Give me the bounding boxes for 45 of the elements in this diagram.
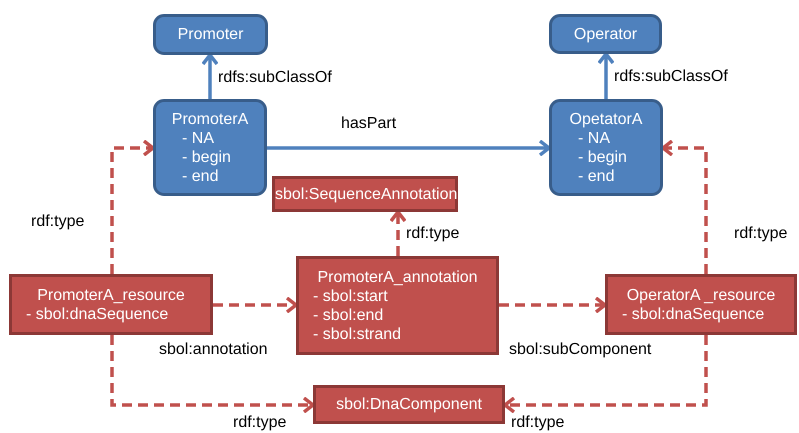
property-item: - NA [577,128,611,148]
arrow [267,139,551,157]
edge-label: rdf:type [30,213,86,231]
property-item: - sbol:end [312,306,384,324]
resource-box [313,385,505,424]
node-title: sbol:SequenceAnnotation [275,184,455,204]
arrow [110,335,315,414]
arrow [389,210,407,256]
edge-label: rdf:type [510,414,566,432]
node-title: Promoter [176,25,244,44]
node-title: PromoterA [170,110,250,128]
property-item: - sbol:dnaSequence [621,304,766,324]
property-item: - end [181,166,220,186]
resource-box [272,176,458,212]
class-box [153,14,268,55]
class-box [153,99,267,196]
property-item: - end [577,166,616,186]
arrow [201,53,219,99]
edge-label: rdf:type [405,225,460,243]
arrow [213,296,298,314]
node-title: PromoterA_resource [36,286,186,304]
arrow [661,139,708,274]
property-item: - NA [181,128,215,148]
arrow [597,52,615,99]
node-title: OperatorA _resource [626,286,776,304]
node-title: Operator [572,24,638,44]
node-title: OpetatorA [568,110,644,128]
node-title: PromoterA_annotation [316,268,479,286]
resource-box [605,274,797,335]
property-item: - begin [181,148,232,166]
edge-label: sbol:subComponent [508,341,652,359]
resource-box [296,256,499,355]
arrow [503,335,708,414]
resource-box [9,274,213,335]
property-item: - sbol:start [312,286,389,306]
arrow [499,296,607,314]
edge-label: rdf:type [232,414,288,432]
arrow [110,139,155,274]
edge-label: rdf:type [733,225,788,243]
property-item: - sbol:strand [312,324,402,344]
class-box [549,99,663,196]
property-item: - begin [577,148,628,166]
property-item: - sbol:dnaSequence [25,304,170,324]
class-box [549,14,662,54]
node-title: sbol:DnaComponent [335,395,483,414]
